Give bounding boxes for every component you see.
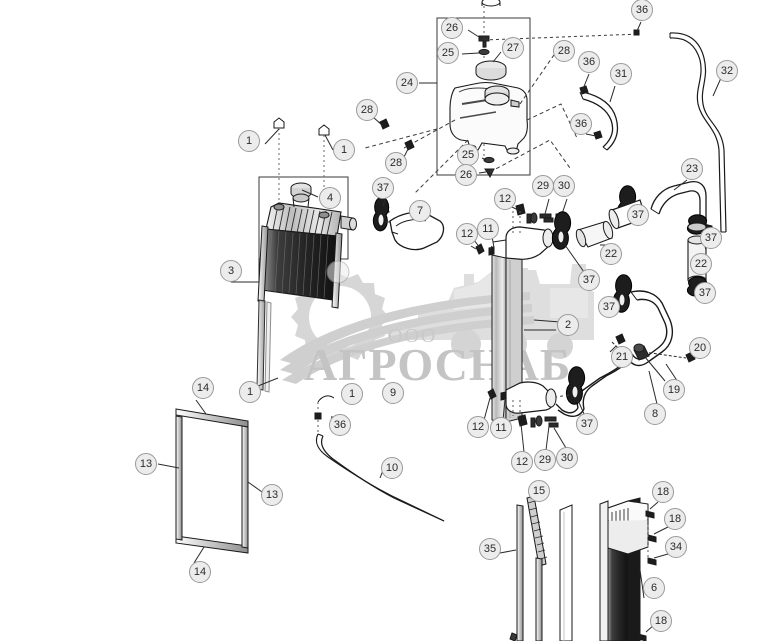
callout-31[interactable]: 31 [610,63,632,85]
callout-8[interactable]: 8 [644,403,666,425]
callout-36[interactable]: 36 [570,113,592,135]
callout-18[interactable]: 18 [652,481,674,503]
callout-19[interactable]: 19 [663,379,685,401]
callout-12[interactable]: 12 [511,451,533,473]
callout-14[interactable]: 14 [192,377,214,399]
callout-35[interactable]: 35 [479,538,501,560]
callout-11[interactable]: 11 [477,218,499,240]
callout-4[interactable]: 4 [319,187,341,209]
callout-18[interactable]: 18 [650,610,672,632]
callout-25[interactable]: 25 [437,42,459,64]
callout-28[interactable]: 28 [553,40,575,62]
callout-37[interactable]: 37 [694,282,716,304]
callout-12[interactable]: 12 [456,223,478,245]
callout-6[interactable]: 6 [643,577,665,599]
callout-26[interactable]: 26 [441,17,463,39]
callout-27[interactable]: 27 [502,37,524,59]
callout-10[interactable]: 10 [381,457,403,479]
callout-29[interactable]: 29 [532,175,554,197]
callout-32[interactable]: 32 [716,60,738,82]
callout-22[interactable]: 22 [690,253,712,275]
callout-1[interactable]: 1 [239,381,261,403]
callout-36[interactable]: 36 [329,414,351,436]
callout-25[interactable]: 25 [457,144,479,166]
callout-37[interactable]: 37 [576,413,598,435]
callout-7[interactable]: 7 [409,200,431,222]
callout-36[interactable]: 36 [631,0,653,21]
callout-12[interactable]: 12 [494,188,516,210]
callout-37[interactable]: 37 [372,177,394,199]
callout-9[interactable]: 9 [382,382,404,404]
callout-21[interactable]: 21 [611,346,633,368]
callout-37[interactable]: 37 [598,296,620,318]
callout-24[interactable]: 24 [396,72,418,94]
callout-2[interactable]: 2 [557,314,579,336]
callout-37[interactable]: 37 [627,204,649,226]
callout-30[interactable]: 30 [553,175,575,197]
callout-14[interactable]: 14 [189,561,211,583]
callout-1[interactable]: 1 [341,383,363,405]
callout-13[interactable]: 13 [135,453,157,475]
callout-1[interactable]: 1 [238,130,260,152]
callout-11[interactable]: 11 [490,417,512,439]
callout-1[interactable]: 1 [333,139,355,161]
callout-15[interactable]: 15 [528,480,550,502]
callout-29[interactable]: 29 [534,449,556,471]
callout-36[interactable]: 36 [578,51,600,73]
callout-22[interactable]: 22 [600,243,622,265]
callout-34[interactable]: 34 [665,536,687,558]
callout-28[interactable]: 28 [385,152,407,174]
callout-18[interactable]: 18 [664,508,686,530]
callout-3[interactable]: 3 [220,260,242,282]
callout-12[interactable]: 12 [467,416,489,438]
callout-23[interactable]: 23 [681,158,703,180]
callout-13[interactable]: 13 [261,484,283,506]
callout-26[interactable]: 26 [455,164,477,186]
callout-30[interactable]: 30 [556,447,578,469]
callout-20[interactable]: 20 [689,337,711,359]
callout-28[interactable]: 28 [356,99,378,121]
callout-37[interactable]: 37 [578,269,600,291]
callout-37[interactable]: 37 [700,227,722,249]
